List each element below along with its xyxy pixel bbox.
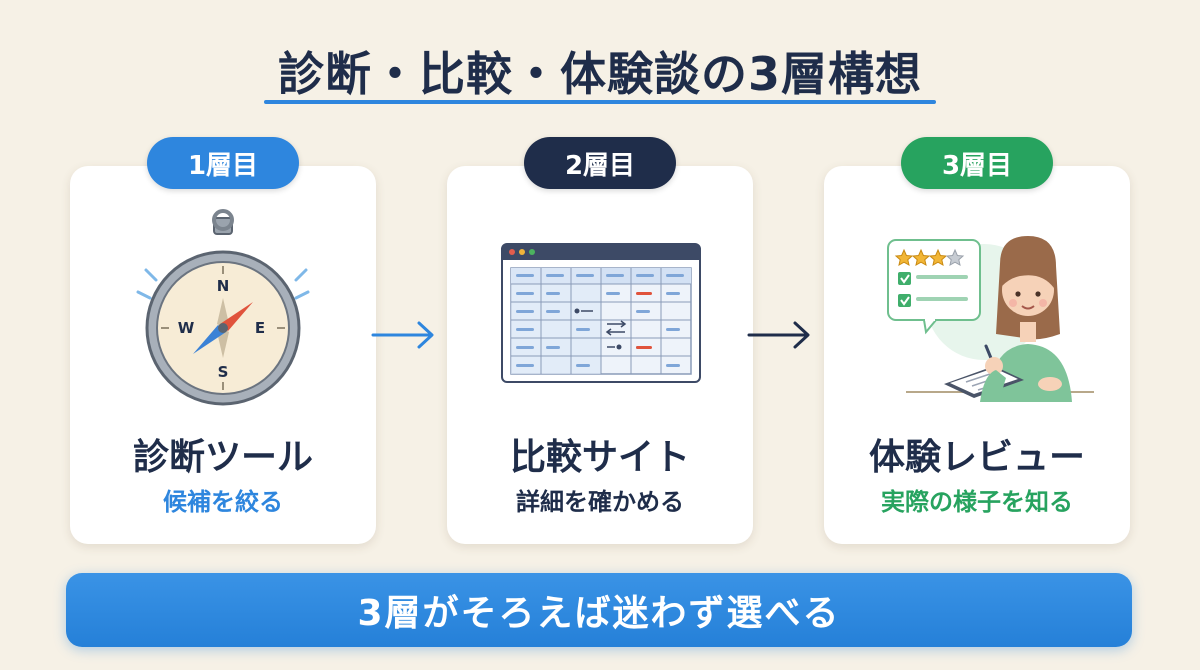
layer-subtitle: 実際の様子を知る <box>881 488 1073 516</box>
layer-subtitle: 候補を絞る <box>163 488 283 516</box>
reviewer-writing-icon <box>887 236 1094 402</box>
layer-badge-1: 1層目 <box>147 137 299 189</box>
summary-banner: 3層がそろえば迷わず選べる <box>66 573 1132 647</box>
compass-label-w: W <box>178 319 195 337</box>
layer-badge-2: 2層目 <box>524 137 676 189</box>
arrow-right-icon <box>747 321 810 349</box>
compass-label-n: N <box>217 277 230 295</box>
arrow-right-icon <box>371 321 434 349</box>
compass-label-e: E <box>255 319 265 337</box>
title-underline <box>264 100 936 104</box>
layer-card-diagnosis: N S E W 診断ツール 候補を絞る <box>70 166 376 544</box>
layer-subtitle: 詳細を確かめる <box>516 488 684 516</box>
layer-badge-3: 3層目 <box>901 137 1053 189</box>
layer-card-comparison: 比較サイト 詳細を確かめる <box>447 166 753 544</box>
comparison-table-icon <box>501 243 701 383</box>
compass-icon: N S E W <box>136 209 310 406</box>
page-title: 診断・比較・体験談の3層構想 <box>277 47 922 101</box>
layer-title: 体験レビュー <box>868 437 1085 478</box>
layer-title: 診断ツール <box>132 437 313 478</box>
compass-label-s: S <box>218 363 229 381</box>
layer-card-review: 体験レビュー 実際の様子を知る <box>824 166 1130 544</box>
layer-title: 比較サイト <box>509 437 690 478</box>
